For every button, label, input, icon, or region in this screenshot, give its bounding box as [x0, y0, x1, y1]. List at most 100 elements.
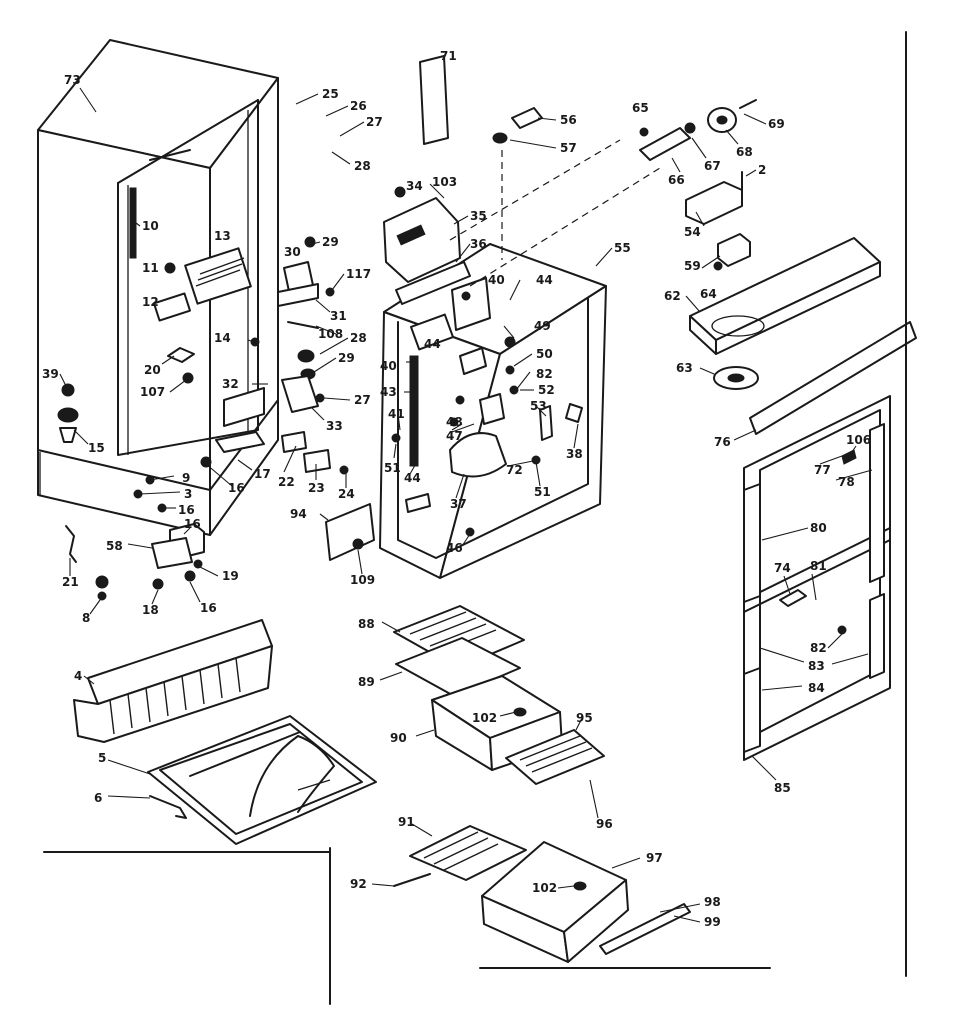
callout-38: 38 — [566, 447, 583, 461]
callout-64: 64 — [700, 287, 717, 301]
callout-16: 16 — [178, 503, 195, 517]
callout-47: 47 — [446, 429, 463, 443]
callout-44: 44 — [404, 471, 421, 485]
callout-82: 82 — [810, 641, 827, 655]
callout-33: 33 — [326, 419, 343, 433]
callout-labels: 71 73 25 26 27 28 56 57 65 69 68 67 66 2… — [42, 49, 871, 929]
callout-55: 55 — [614, 241, 631, 255]
callout-98: 98 — [704, 895, 721, 909]
callout-15: 15 — [88, 441, 105, 455]
callout-49: 49 — [534, 319, 551, 333]
callout-4: 4 — [74, 669, 82, 683]
callout-12: 12 — [142, 295, 159, 309]
callout-68: 68 — [736, 145, 753, 159]
control-bracket-parts — [277, 236, 349, 475]
callout-65: 65 — [632, 101, 649, 115]
callout-102: 102 — [472, 711, 497, 725]
callout-26: 26 — [350, 99, 367, 113]
callout-2: 2 — [758, 163, 766, 177]
callout-67: 67 — [704, 159, 721, 173]
callout-94: 94 — [290, 507, 307, 521]
callout-103: 103 — [432, 175, 457, 189]
callout-66: 66 — [668, 173, 685, 187]
callout-10: 10 — [142, 219, 159, 233]
callout-29: 29 — [322, 235, 339, 249]
crisper-drawer — [393, 825, 691, 963]
callout-76: 76 — [714, 435, 731, 449]
callout-40: 40 — [380, 359, 397, 373]
callout-20: 20 — [144, 363, 161, 377]
callout-35: 35 — [470, 209, 487, 223]
callout-63: 63 — [676, 361, 693, 375]
evaporator-cover-parts — [383, 55, 543, 331]
callout-16: 16 — [200, 601, 217, 615]
callout-24: 24 — [338, 487, 355, 501]
callout-74: 74 — [774, 561, 791, 575]
callout-46: 46 — [446, 541, 463, 555]
callout-106: 106 — [846, 433, 871, 447]
callout-41: 41 — [388, 407, 405, 421]
callout-107: 107 — [140, 385, 165, 399]
callout-51: 51 — [534, 485, 551, 499]
callout-54: 54 — [684, 225, 701, 239]
callout-40: 40 — [488, 273, 505, 287]
callout-37: 37 — [450, 497, 467, 511]
callout-62: 62 — [664, 289, 681, 303]
callout-18: 18 — [142, 603, 159, 617]
callout-89: 89 — [358, 675, 375, 689]
callout-91: 91 — [398, 815, 415, 829]
callout-97: 97 — [646, 851, 663, 865]
callout-5: 5 — [98, 751, 106, 765]
callout-52: 52 — [538, 383, 555, 397]
callout-57: 57 — [560, 141, 577, 155]
callout-25: 25 — [322, 87, 339, 101]
callout-16: 16 — [228, 481, 245, 495]
callout-50: 50 — [536, 347, 553, 361]
callout-44: 44 — [424, 337, 441, 351]
callout-81: 81 — [810, 559, 827, 573]
callout-92: 92 — [350, 877, 367, 891]
callout-109: 109 — [350, 573, 375, 587]
base-grille — [73, 619, 273, 743]
callout-72: 72 — [506, 463, 523, 477]
callout-23: 23 — [308, 481, 325, 495]
callout-58: 58 — [106, 539, 123, 553]
callout-73: 73 — [64, 73, 81, 87]
callout-80: 80 — [810, 521, 827, 535]
callout-31: 31 — [330, 309, 347, 323]
leader-lines — [59, 87, 873, 923]
drain-pan — [147, 715, 377, 845]
callout-34: 34 — [406, 179, 423, 193]
callout-43: 43 — [380, 385, 397, 399]
callout-84: 84 — [808, 681, 825, 695]
callout-44: 44 — [536, 273, 553, 287]
callout-95: 95 — [576, 711, 593, 725]
callout-3: 3 — [184, 487, 192, 501]
callout-99: 99 — [704, 915, 721, 929]
callout-9: 9 — [182, 471, 190, 485]
callout-88: 88 — [358, 617, 375, 631]
callout-53: 53 — [530, 399, 547, 413]
callout-82: 82 — [536, 367, 553, 381]
callout-59: 59 — [684, 259, 701, 273]
callout-78: 78 — [838, 475, 855, 489]
callout-117: 117 — [346, 267, 371, 281]
callout-83: 83 — [808, 659, 825, 673]
callout-8: 8 — [82, 611, 90, 625]
callout-56: 56 — [560, 113, 577, 127]
callout-102: 102 — [532, 881, 557, 895]
callout-71: 71 — [440, 49, 457, 63]
callout-27: 27 — [366, 115, 383, 129]
crisper-cover — [393, 605, 525, 697]
callout-48: 48 — [446, 415, 463, 429]
callout-85: 85 — [774, 781, 791, 795]
callout-27: 27 — [354, 393, 371, 407]
ice-tray-parts — [639, 99, 917, 435]
callout-16: 16 — [184, 517, 201, 531]
callout-29: 29 — [338, 351, 355, 365]
callout-13: 13 — [214, 229, 231, 243]
callout-77: 77 — [814, 463, 831, 477]
food-liner — [325, 243, 607, 579]
frame-lines — [43, 31, 907, 1005]
